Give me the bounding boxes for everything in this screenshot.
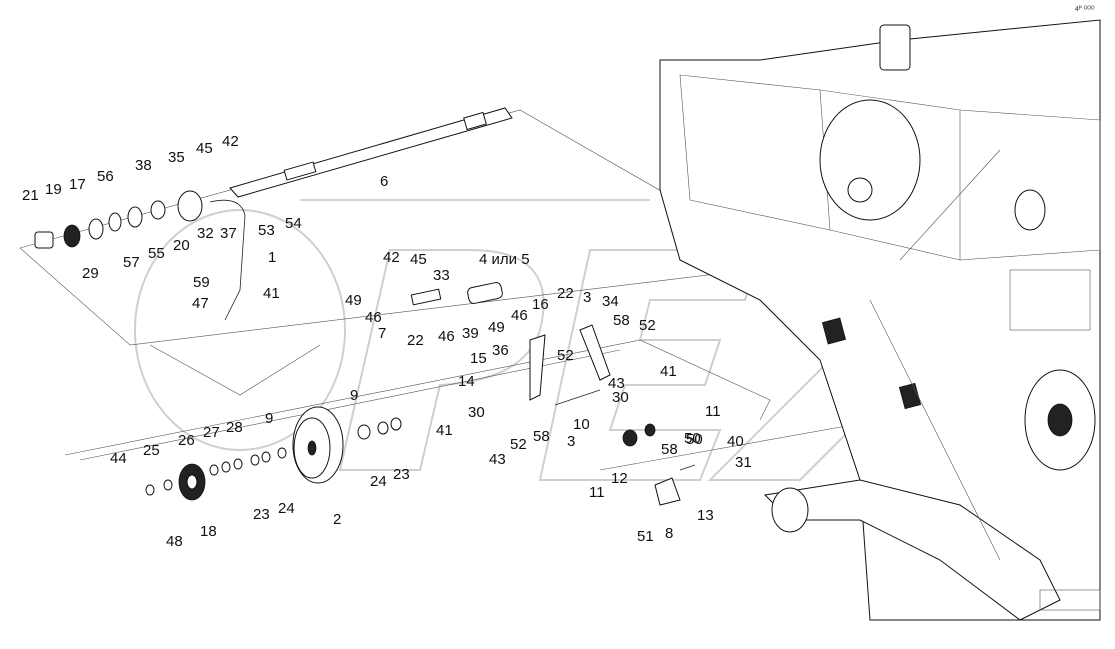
callout-label: 45 xyxy=(196,140,213,157)
callout-label: 47 xyxy=(192,295,209,312)
callout-label: 56 xyxy=(97,168,114,185)
callout-label: 57 xyxy=(123,254,140,271)
callout-label: 13 xyxy=(697,507,714,524)
sprocket-18 xyxy=(178,463,206,501)
callout-label: 2 xyxy=(333,511,341,528)
callout-label: 30 xyxy=(612,389,629,406)
callout-label: 58 xyxy=(613,312,630,329)
callout-label: 19 xyxy=(45,181,62,198)
callout-label: 42 xyxy=(383,249,400,266)
callout-label: 41 xyxy=(263,285,280,302)
callout-label: 22 xyxy=(407,332,424,349)
callout-label: 31 xyxy=(735,454,752,471)
callout-label: 42 xyxy=(222,133,239,150)
callout-label: 44 xyxy=(110,450,127,467)
callout-label: 23 xyxy=(393,466,410,483)
callout-label: 41 xyxy=(436,422,453,439)
callout-label: 11 xyxy=(589,484,605,501)
callout-label: 15 xyxy=(470,350,487,367)
shaft-6 xyxy=(229,107,513,198)
callout-label: 16 xyxy=(532,296,549,313)
callout-label: 18 xyxy=(200,523,217,540)
callout-label: 17 xyxy=(69,176,86,193)
callout-label: 4 или 5 xyxy=(479,251,530,268)
callout-label: 55 xyxy=(148,245,165,262)
callout-label: 52 xyxy=(510,436,527,453)
callout-label: 30 xyxy=(468,404,485,421)
tensioner-linkage xyxy=(410,282,696,506)
callout-label: 39 xyxy=(462,325,479,342)
callout-label: 49 xyxy=(488,319,505,336)
callout-label: 49 xyxy=(345,292,362,309)
callout-label: 37 xyxy=(220,225,237,242)
callout-label: 11 xyxy=(705,403,721,420)
corner-mark: 4ᴾ ᴼᴼᴼ xyxy=(1075,6,1095,13)
callout-label: 9 xyxy=(265,410,273,427)
lower-washers xyxy=(145,417,402,496)
callout-label: 28 xyxy=(226,419,243,436)
axis-line-right xyxy=(599,419,881,471)
callout-label: 45 xyxy=(410,251,427,268)
callout-label: 23 xyxy=(253,506,270,523)
callout-label: 9 xyxy=(350,387,358,404)
callout-label: 25 xyxy=(143,442,160,459)
callout-label: 51 xyxy=(637,528,654,545)
callout-label: 53 xyxy=(258,222,275,239)
callout-loop xyxy=(149,344,321,396)
callout-label: 24 xyxy=(370,473,387,490)
machine-body xyxy=(659,19,1101,621)
callout-label: 8 xyxy=(665,525,673,542)
callout-label: 38 xyxy=(135,157,152,174)
callout-label: 7 xyxy=(378,325,386,342)
watermark-o xyxy=(134,209,346,451)
callout-label: 34 xyxy=(602,293,619,310)
callout-label: 54 xyxy=(285,215,302,232)
callout-label: 40 xyxy=(727,433,744,450)
lower-frame-line xyxy=(64,339,771,456)
callout-label: 20 xyxy=(173,237,190,254)
callout-label: 3 xyxy=(567,433,575,450)
callout-label: 46 xyxy=(365,309,382,326)
callout-label: 41 xyxy=(660,363,677,380)
callout-label: 43 xyxy=(489,451,506,468)
watermark-e xyxy=(538,249,762,481)
callout-label: 22 xyxy=(557,285,574,302)
callout-label: 14 xyxy=(458,373,475,390)
callout-label: 52 xyxy=(639,317,656,334)
callout-label: 12 xyxy=(611,470,628,487)
callout-label: 29 xyxy=(82,265,99,282)
callout-label: 52 xyxy=(557,347,574,364)
callout-label: 36 xyxy=(492,342,509,359)
callout-label: 24 xyxy=(278,500,295,517)
callout-label: 6 xyxy=(380,173,388,190)
callout-label: 43 xyxy=(608,375,625,392)
callout-label: 32 xyxy=(197,225,214,242)
callout-label: 46 xyxy=(511,307,528,324)
callout-label: 59 xyxy=(193,274,210,291)
left-hub-assembly xyxy=(34,190,246,321)
callout-label: 58 xyxy=(661,441,678,458)
callout-label: 10 xyxy=(573,416,590,433)
callout-label: 58 xyxy=(533,428,550,445)
callout-label: 3 xyxy=(583,289,591,306)
callout-label: 46 xyxy=(438,328,455,345)
callout-label: 1 xyxy=(268,249,276,266)
callout-label: 26 xyxy=(178,432,195,449)
callout-label: 48 xyxy=(166,533,183,550)
pulley-2 xyxy=(292,406,344,484)
callout-label: 35 xyxy=(168,149,185,166)
callout-label: 21 xyxy=(22,187,39,204)
watermark-p xyxy=(338,249,545,471)
callout-label: 27 xyxy=(203,424,220,441)
callout-label: 33 xyxy=(433,267,450,284)
callout-label: 50 xyxy=(686,431,703,448)
callout-label: 50 xyxy=(684,430,701,447)
